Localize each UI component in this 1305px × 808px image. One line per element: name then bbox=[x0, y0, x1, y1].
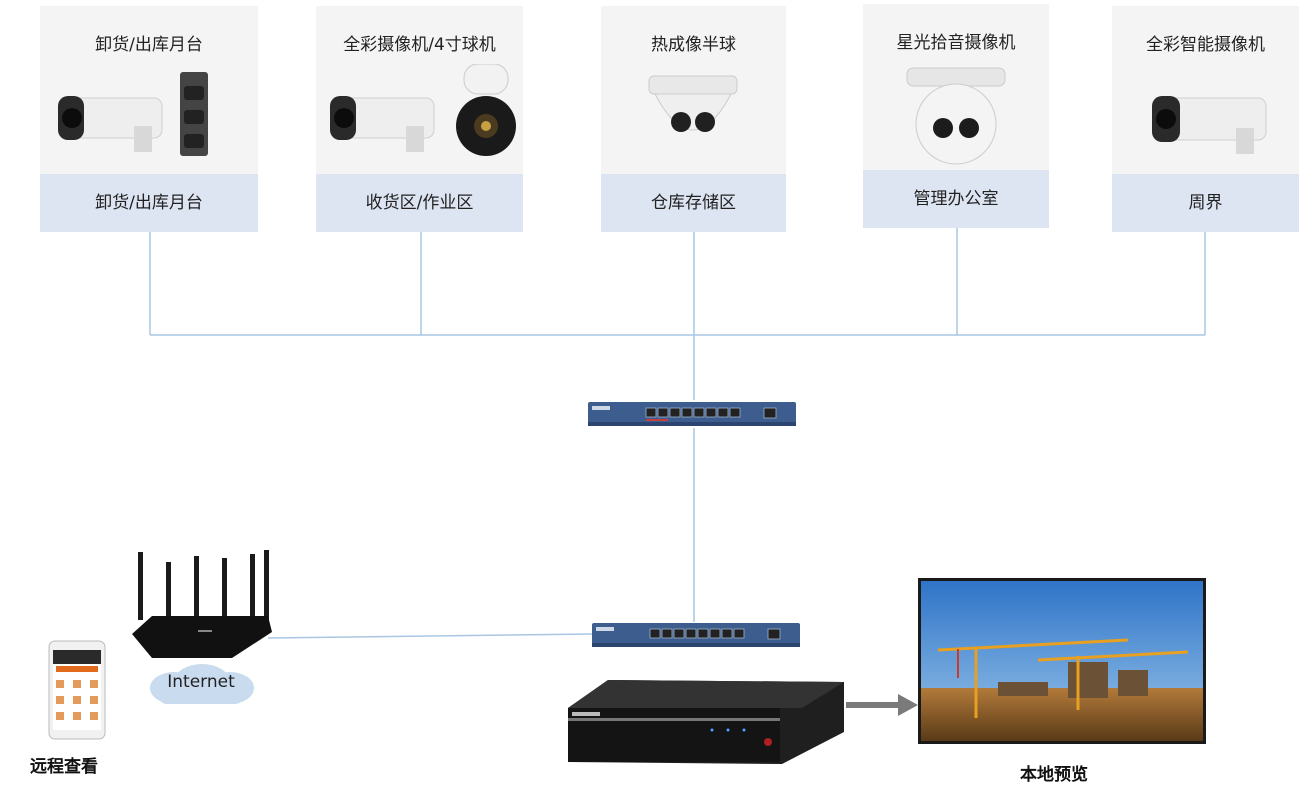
poe-switch-icon bbox=[592, 623, 800, 647]
bullet-camera-icon bbox=[1112, 64, 1299, 174]
ptz-dome-camera-icon bbox=[316, 63, 523, 174]
zone-label: 收货区/作业区 bbox=[316, 174, 523, 232]
camera-card-3: 热成像半球 仓库存储区 bbox=[601, 6, 786, 232]
nvr-recorder-icon bbox=[568, 680, 844, 764]
zone-label: 管理办公室 bbox=[863, 170, 1049, 228]
remote-view-label: 远程查看 bbox=[30, 757, 98, 777]
smartphone-icon bbox=[48, 640, 106, 740]
camera-title: 热成像半球 bbox=[651, 35, 736, 55]
zone-label: 卸货/出库月台 bbox=[40, 174, 258, 232]
camera-title: 全彩智能摄像机 bbox=[1146, 35, 1265, 55]
thermal-dome-camera-icon bbox=[601, 64, 786, 174]
camera-title: 卸货/出库月台 bbox=[95, 35, 203, 55]
local-preview-label: 本地预览 bbox=[1020, 765, 1088, 785]
zone-label: 周界 bbox=[1112, 174, 1299, 232]
camera-card-2: 全彩摄像机/4寸球机 收货区/作业区 bbox=[316, 6, 523, 232]
camera-title: 全彩摄像机/4寸球机 bbox=[343, 35, 496, 55]
arrow-right-icon bbox=[846, 694, 918, 716]
camera-card-4: 星光拾音摄像机 管理办公室 bbox=[863, 4, 1049, 228]
camera-title: 星光拾音摄像机 bbox=[896, 33, 1016, 53]
turret-camera-icon bbox=[863, 62, 1049, 172]
bullet-camera-icon bbox=[40, 64, 258, 174]
internet-label: Internet bbox=[167, 672, 235, 692]
cloud-icon bbox=[150, 664, 254, 704]
zone-label: 仓库存储区 bbox=[601, 174, 786, 232]
camera-card-5: 全彩智能摄像机 周界 bbox=[1112, 6, 1299, 232]
monitor-preview-icon bbox=[918, 578, 1206, 744]
poe-switch-icon bbox=[588, 402, 796, 426]
camera-card-1: 卸货/出库月台 卸货/出库月台 bbox=[40, 6, 258, 232]
wifi-router-icon bbox=[132, 550, 272, 658]
